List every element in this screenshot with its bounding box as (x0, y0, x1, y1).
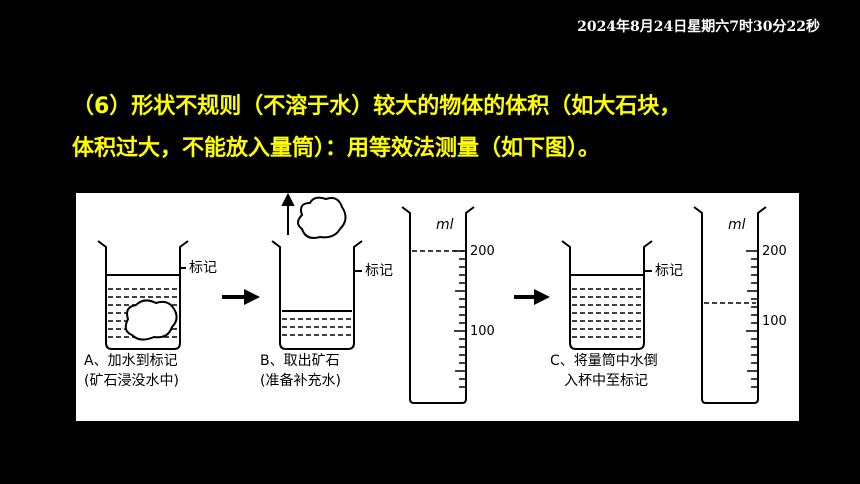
tick-200-1: 200 (470, 244, 495, 259)
caption-step-c: C、将量筒中水倒 入杯中至标记 (550, 351, 658, 391)
mark-label-a: 标记 (189, 260, 217, 276)
explanation-text: （6）形状不规则（不溶于水）较大的物体的体积（如大石块， 体积过大，不能放入量筒… (72, 86, 832, 170)
explanation-line-2: 体积过大，不能放入量筒）：用等效法测量（如下图）。 (72, 136, 601, 161)
caption-step-b: B、取出矿石 (准备补充水) (260, 351, 341, 391)
caption-c-line-2: 入杯中至标记 (564, 373, 648, 389)
tick-100-1: 100 (470, 324, 495, 339)
caption-a-line-1: A、加水到标记 (84, 353, 178, 369)
caption-b-line-1: B、取出矿石 (260, 353, 340, 369)
measuring-cylinder-2 (693, 206, 767, 404)
mark-label-b: 标记 (365, 263, 393, 279)
rock-lifted (297, 196, 347, 239)
tick-100-2: 100 (762, 314, 787, 329)
measuring-cylinder-1 (401, 206, 475, 404)
caption-a-line-2: (矿石浸没水中) (84, 373, 179, 389)
caption-step-a: A、加水到标记 (矿石浸没水中) (84, 351, 179, 391)
beaker-a (97, 240, 189, 350)
measurement-figure: 标记 标记 (76, 193, 799, 421)
arrow-right-1 (222, 289, 260, 305)
caption-c-line-1: C、将量筒中水倒 (550, 353, 658, 369)
beaker-c (561, 240, 653, 350)
unit-label-2: ml (728, 217, 746, 233)
caption-b-line-2: (准备补充水) (260, 373, 341, 389)
explanation-line-1: （6）形状不规则（不溶于水）较大的物体的体积（如大石块， (72, 94, 682, 119)
beaker-b (271, 193, 363, 350)
arrow-right-2 (514, 289, 550, 305)
measurement-diagram: 标记 标记 (97, 193, 787, 404)
mark-label-c: 标记 (655, 263, 683, 279)
datetime-display: 2024年8月24日星期六7时30分22秒 (577, 19, 820, 35)
unit-label-1: ml (436, 217, 454, 233)
tick-200-2: 200 (762, 244, 787, 259)
rock-submerged (124, 299, 178, 341)
